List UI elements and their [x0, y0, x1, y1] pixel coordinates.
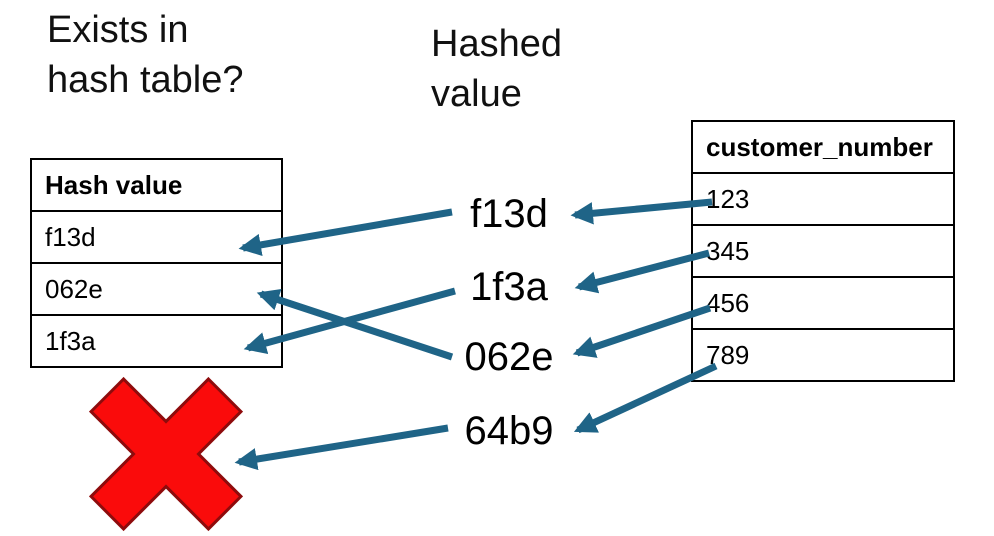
- customer-table-row-123: 123: [693, 172, 953, 224]
- customer-number-table: customer_number 123 345 456 789: [691, 120, 955, 382]
- arrow-123-to-f13d: [570, 198, 713, 225]
- not-found-x-icon: [88, 376, 244, 532]
- hashed-value-title-line1: Hashed: [431, 23, 562, 65]
- hashed-value-64b9: 64b9: [464, 409, 554, 453]
- hashed-value-062e: 062e: [464, 335, 554, 379]
- arrow-345-to-1f3a: [574, 249, 710, 294]
- arrow-f13d-to-hash-table: [238, 208, 453, 256]
- hashed-value-f13d: f13d: [470, 192, 548, 236]
- customer-table-row-345: 345: [693, 224, 953, 276]
- customer-table-row-456: 456: [693, 276, 953, 328]
- hash-table-header: Hash value: [45, 169, 183, 200]
- arrow-1f3a-to-hash-table: [243, 287, 456, 355]
- arrow-64b9-to-not-found: [234, 424, 449, 471]
- hash-table-row-f13d: f13d: [32, 210, 281, 262]
- left-question-title: Exists in hash table?: [47, 5, 244, 105]
- left-question-title-line2: hash table?: [47, 59, 244, 101]
- left-question-title-line1: Exists in: [47, 9, 189, 51]
- hashed-value-1f3a: 1f3a: [470, 265, 548, 309]
- not-found-x-group: [88, 376, 244, 532]
- arrow-group: [234, 198, 718, 471]
- hash-table: Hash value f13d 062e 1f3a: [30, 158, 283, 368]
- customer-table-header: customer_number: [706, 131, 933, 162]
- hashed-value-title: Hashed value: [431, 19, 562, 119]
- arrow-062e-to-hash-table: [256, 288, 454, 361]
- arrow-456-to-062e: [572, 304, 712, 358]
- hash-table-row-062e: 062e: [32, 262, 281, 314]
- hash-table-row-1f3a: 1f3a: [32, 314, 281, 366]
- arrow-789-to-64b9: [573, 362, 718, 434]
- hashed-value-title-line2: value: [431, 73, 522, 115]
